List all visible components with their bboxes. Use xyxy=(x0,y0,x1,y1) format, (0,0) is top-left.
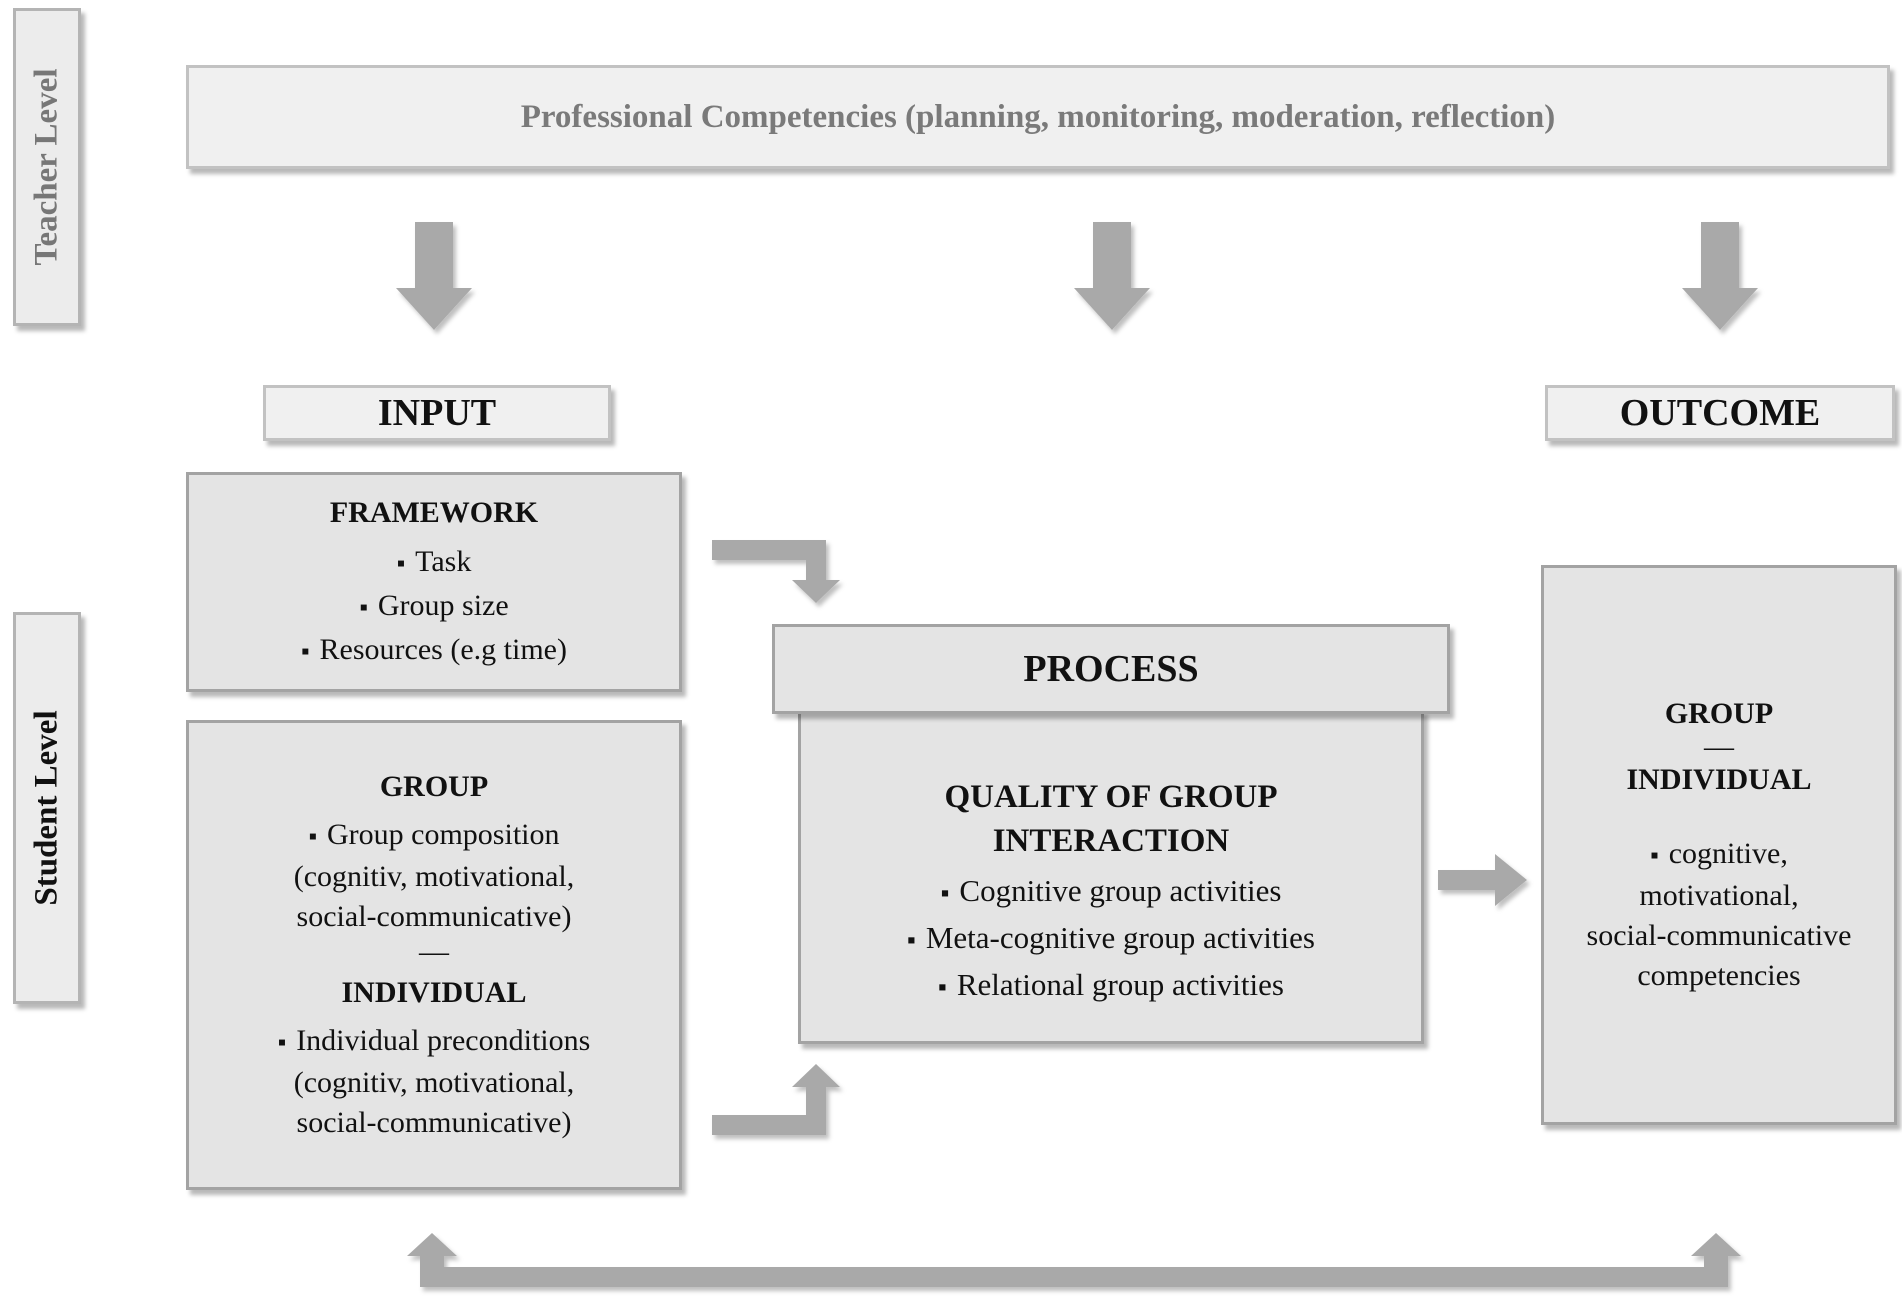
framework-box: FRAMEWORK Task Group size Resources (e.g… xyxy=(186,472,682,692)
feedback-loop-arrow xyxy=(407,1233,1741,1287)
outcome-individual: INDIVIDUAL xyxy=(1626,763,1812,796)
process-header: PROCESS xyxy=(1023,648,1199,690)
student-level-label: Student Level xyxy=(13,612,81,1004)
outcome-separator: — xyxy=(1704,730,1734,763)
student-level-text: Student Level xyxy=(28,710,65,906)
quality-title-line-1: QUALITY OF GROUP xyxy=(944,778,1278,815)
down-arrow-process xyxy=(1074,222,1150,330)
outcome-line-3: social-communicative xyxy=(1586,919,1852,952)
outcome-label: OUTCOME xyxy=(1619,392,1821,434)
framework-title: FRAMEWORK xyxy=(329,495,539,529)
bent-arrow-group-to-process xyxy=(712,1064,840,1135)
outcome-box: GROUP — INDIVIDUAL cognitive, motivation… xyxy=(1541,565,1897,1125)
framework-item-group-size: Group size xyxy=(359,585,509,629)
outcome-group: GROUP xyxy=(1664,697,1774,730)
individual-detail-1: (cognitiv, motivational, xyxy=(293,1066,575,1099)
teacher-level-label: Teacher Level xyxy=(13,8,81,326)
outcome-line-2: motivational, xyxy=(1639,879,1799,912)
down-arrow-input xyxy=(396,222,472,330)
process-item-cognitive: Cognitive group activities xyxy=(941,869,1281,916)
group-detail-1: (cognitiv, motivational, xyxy=(293,860,575,893)
group-title: GROUP xyxy=(379,770,489,803)
group-composition-item: Group composition xyxy=(308,815,560,857)
group-individual-box: GROUP Group composition (cognitiv, motiv… xyxy=(186,720,682,1190)
framework-item-task: Task xyxy=(397,541,471,585)
outcome-label-box: OUTCOME xyxy=(1545,385,1895,441)
arrow-process-to-outcome xyxy=(1438,854,1527,906)
process-content-box: QUALITY OF GROUP INTERACTION Cognitive g… xyxy=(798,710,1424,1044)
individual-preconditions-item: Individual preconditions xyxy=(278,1021,590,1063)
individual-title: INDIVIDUAL xyxy=(341,976,527,1009)
teacher-level-text: Teacher Level xyxy=(28,68,65,266)
professional-competencies-text: Professional Competencies (planning, mon… xyxy=(520,98,1556,135)
outcome-line-4: competencies xyxy=(1637,959,1801,992)
bent-arrow-framework-to-process xyxy=(712,540,840,603)
professional-competencies-box: Professional Competencies (planning, mon… xyxy=(186,65,1890,169)
process-header-box: PROCESS xyxy=(772,624,1450,714)
input-label-box: INPUT xyxy=(263,385,611,441)
group-detail-2: social-communicative) xyxy=(296,900,572,933)
process-item-meta-cognitive: Meta-cognitive group activities xyxy=(907,916,1315,963)
down-arrow-outcome xyxy=(1682,222,1758,330)
input-label: INPUT xyxy=(377,392,497,434)
individual-detail-2: social-communicative) xyxy=(296,1106,572,1139)
process-item-relational: Relational group activities xyxy=(938,963,1284,1010)
quality-title-line-2: INTERACTION xyxy=(992,822,1230,859)
framework-item-resources: Resources (e.g time) xyxy=(301,629,567,673)
outcome-line-1: cognitive, xyxy=(1650,834,1788,876)
group-separator: — xyxy=(419,935,449,968)
